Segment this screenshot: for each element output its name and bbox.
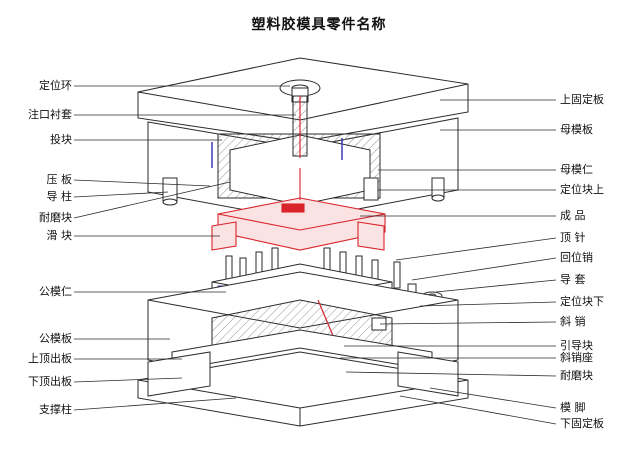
diagram-title: 塑料胶模具零件名称 [251,17,387,33]
label-core-plate: 公模板 [39,332,72,345]
sprue-bushing [292,95,308,158]
label-guide-pin: 导 柱 [46,190,73,203]
leader-lines-right [340,99,557,425]
label-guide-block: 引导块 [560,339,593,352]
label-product: 成 品 [560,209,586,222]
label-wear-block-right: 耐磨块 [560,369,593,382]
label-angle-pin-seat: 斜销座 [560,351,593,364]
leader-lines-left [73,85,296,411]
label-slide: 滑 块 [46,229,73,242]
label-locating-ring: 定位环 [39,79,72,92]
label-upper-ejector-plate: 上顶出板 [28,352,72,365]
label-wear-block: 耐磨块 [39,211,72,224]
label-sprue-bushing: 注口衬套 [28,108,72,121]
label-angle-pin: 斜 销 [560,315,586,328]
label-return-pin: 回位销 [560,251,593,264]
label-top-clamp-plate: 上固定板 [560,93,604,106]
bottom-clamp-plate [137,351,469,427]
label-mold-foot: 模 脚 [560,401,586,414]
ejector-pins [225,247,401,291]
label-guide-bushing: 导 套 [560,273,586,286]
label-cavity-plate: 母模板 [560,123,593,136]
label-insert-block: 投块 [50,133,72,146]
molded-product [211,168,386,251]
label-core-insert: 公模仁 [39,285,72,298]
locating-block-upper [363,177,445,202]
guide-pin [162,177,178,206]
label-lower-ejector-plate: 下顶出板 [28,375,72,388]
label-locating-block-upper: 定位块上 [560,183,604,196]
label-cavity-insert: 母模仁 [560,163,593,176]
label-support-pillar: 支撑柱 [39,403,72,416]
label-pressure-plate: 压 板 [46,173,73,186]
label-bottom-clamp-plate: 下固定板 [560,417,604,430]
label-locating-block-lower: 定位块下 [560,295,604,308]
label-ejector-pin: 顶 针 [560,231,586,244]
